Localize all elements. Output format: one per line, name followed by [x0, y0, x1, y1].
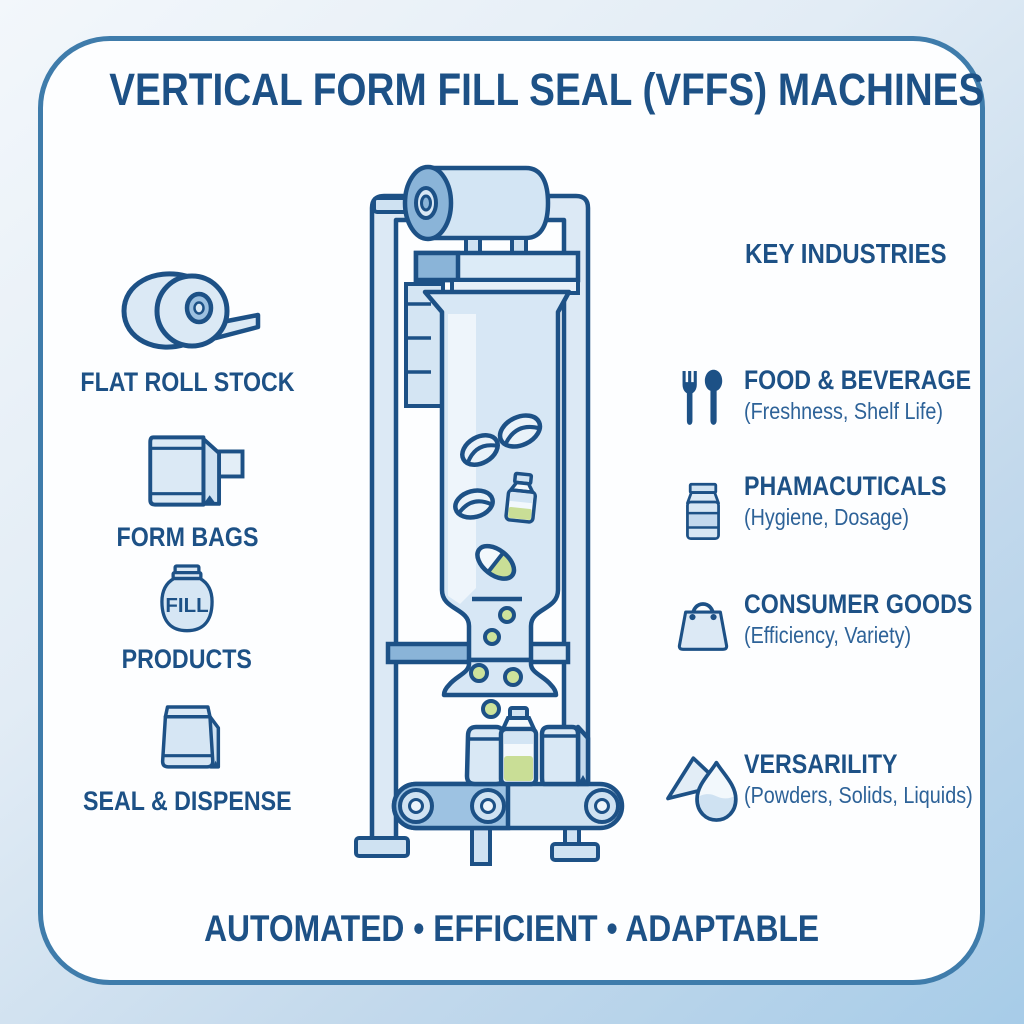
- step-label: FLAT ROLL STOCK: [79, 367, 295, 397]
- shopping-bag-icon: [662, 590, 744, 654]
- process-step-flat-roll-stock: FLAT ROLL STOCK: [52, 264, 322, 398]
- industry-food-beverage: FOOD & BEVERAGE (Freshness, Shelf Life): [662, 365, 1002, 428]
- step-label: FORM BAGS: [116, 522, 258, 552]
- pill-bottle-icon: [662, 472, 744, 552]
- bottle-package: [498, 706, 539, 787]
- sealed-bag-icon: [52, 700, 322, 778]
- industry-title: CONSUMER GOODS: [744, 589, 973, 619]
- footer-tagline: AUTOMATED • EFFICIENT • ADAPTABLE: [203, 908, 820, 949]
- forming-tube: [422, 289, 572, 663]
- industry-subtitle: (Efficiency, Variety): [744, 622, 912, 649]
- industry-title: VERSARILITY: [744, 749, 898, 779]
- industry-title: FOOD & BEVERAGE: [744, 365, 972, 395]
- film-roll: [372, 164, 551, 242]
- page-title-text: VERTICAL FORM FILL SEAL (VFFS) MACHINES: [109, 64, 985, 115]
- falling-products: [453, 413, 543, 646]
- process-step-seal-dispense: SEAL & DISPENSE: [52, 700, 322, 817]
- powder-drop-icon: [662, 750, 744, 826]
- industry-subtitle: (Freshness, Shelf Life): [744, 398, 943, 425]
- process-step-form-bags: FORM BAGS: [52, 428, 322, 553]
- finished-packages: [464, 706, 591, 787]
- machine-legs: [354, 816, 600, 866]
- discharge-funnel: [441, 657, 559, 719]
- fork-spoon-icon: [662, 366, 744, 428]
- process-step-fill-products: FILL PRODUCTS: [52, 562, 322, 675]
- page-title: VERTICAL FORM FILL SEAL (VFFS) MACHINES: [38, 64, 985, 116]
- mini-bottle: [504, 471, 538, 524]
- vffs-machine-illustration: [354, 164, 625, 866]
- conveyor-belt: [391, 781, 625, 831]
- industry-subtitle: (Powders, Solids, Liquids): [744, 782, 973, 809]
- industry-title: PHAMACUTICALS: [744, 471, 947, 501]
- jar-fill-text: FILL: [165, 594, 208, 617]
- capsule: [475, 543, 517, 581]
- industry-consumer-goods: CONSUMER GOODS (Efficiency, Variety): [662, 589, 1002, 654]
- industry-pharmaceuticals: PHAMACUTICALS (Hygiene, Dosage): [662, 471, 1002, 552]
- step-label: PRODUCTS: [121, 644, 253, 674]
- industry-subtitle: (Hygiene, Dosage): [744, 504, 909, 531]
- film-roll-icon: [52, 264, 322, 359]
- step-label: SEAL & DISPENSE: [82, 786, 292, 816]
- key-industries-heading: KEY INDUSTRIES: [745, 238, 947, 269]
- fill-jar-icon: FILL: [52, 562, 322, 636]
- form-bags-icon: [52, 428, 322, 514]
- industry-versatility: VERSARILITY (Powders, Solids, Liquids): [662, 749, 1002, 826]
- forming-head: [413, 236, 581, 295]
